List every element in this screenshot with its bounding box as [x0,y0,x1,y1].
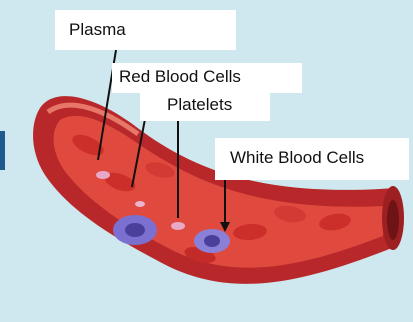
platelet [96,171,110,179]
platelets-label-text: Platelets [167,95,232,114]
white-blood-cells-label: White Blood Cells [215,138,409,180]
red-blood-cells-label: Red Blood Cells [112,63,302,93]
platelets-label: Platelets [140,93,270,121]
plasma-label: Plasma [55,10,236,50]
red-blood-cells-label-text: Red Blood Cells [119,67,241,86]
platelet [171,222,185,230]
white-blood-cells-label-text: White Blood Cells [230,148,364,167]
platelet [135,201,145,207]
vessel-cut-lumen [387,200,399,240]
white-blood-cell-nucleus [204,235,220,247]
plasma-label-text: Plasma [69,20,126,39]
white-blood-cell-nucleus [125,223,145,237]
